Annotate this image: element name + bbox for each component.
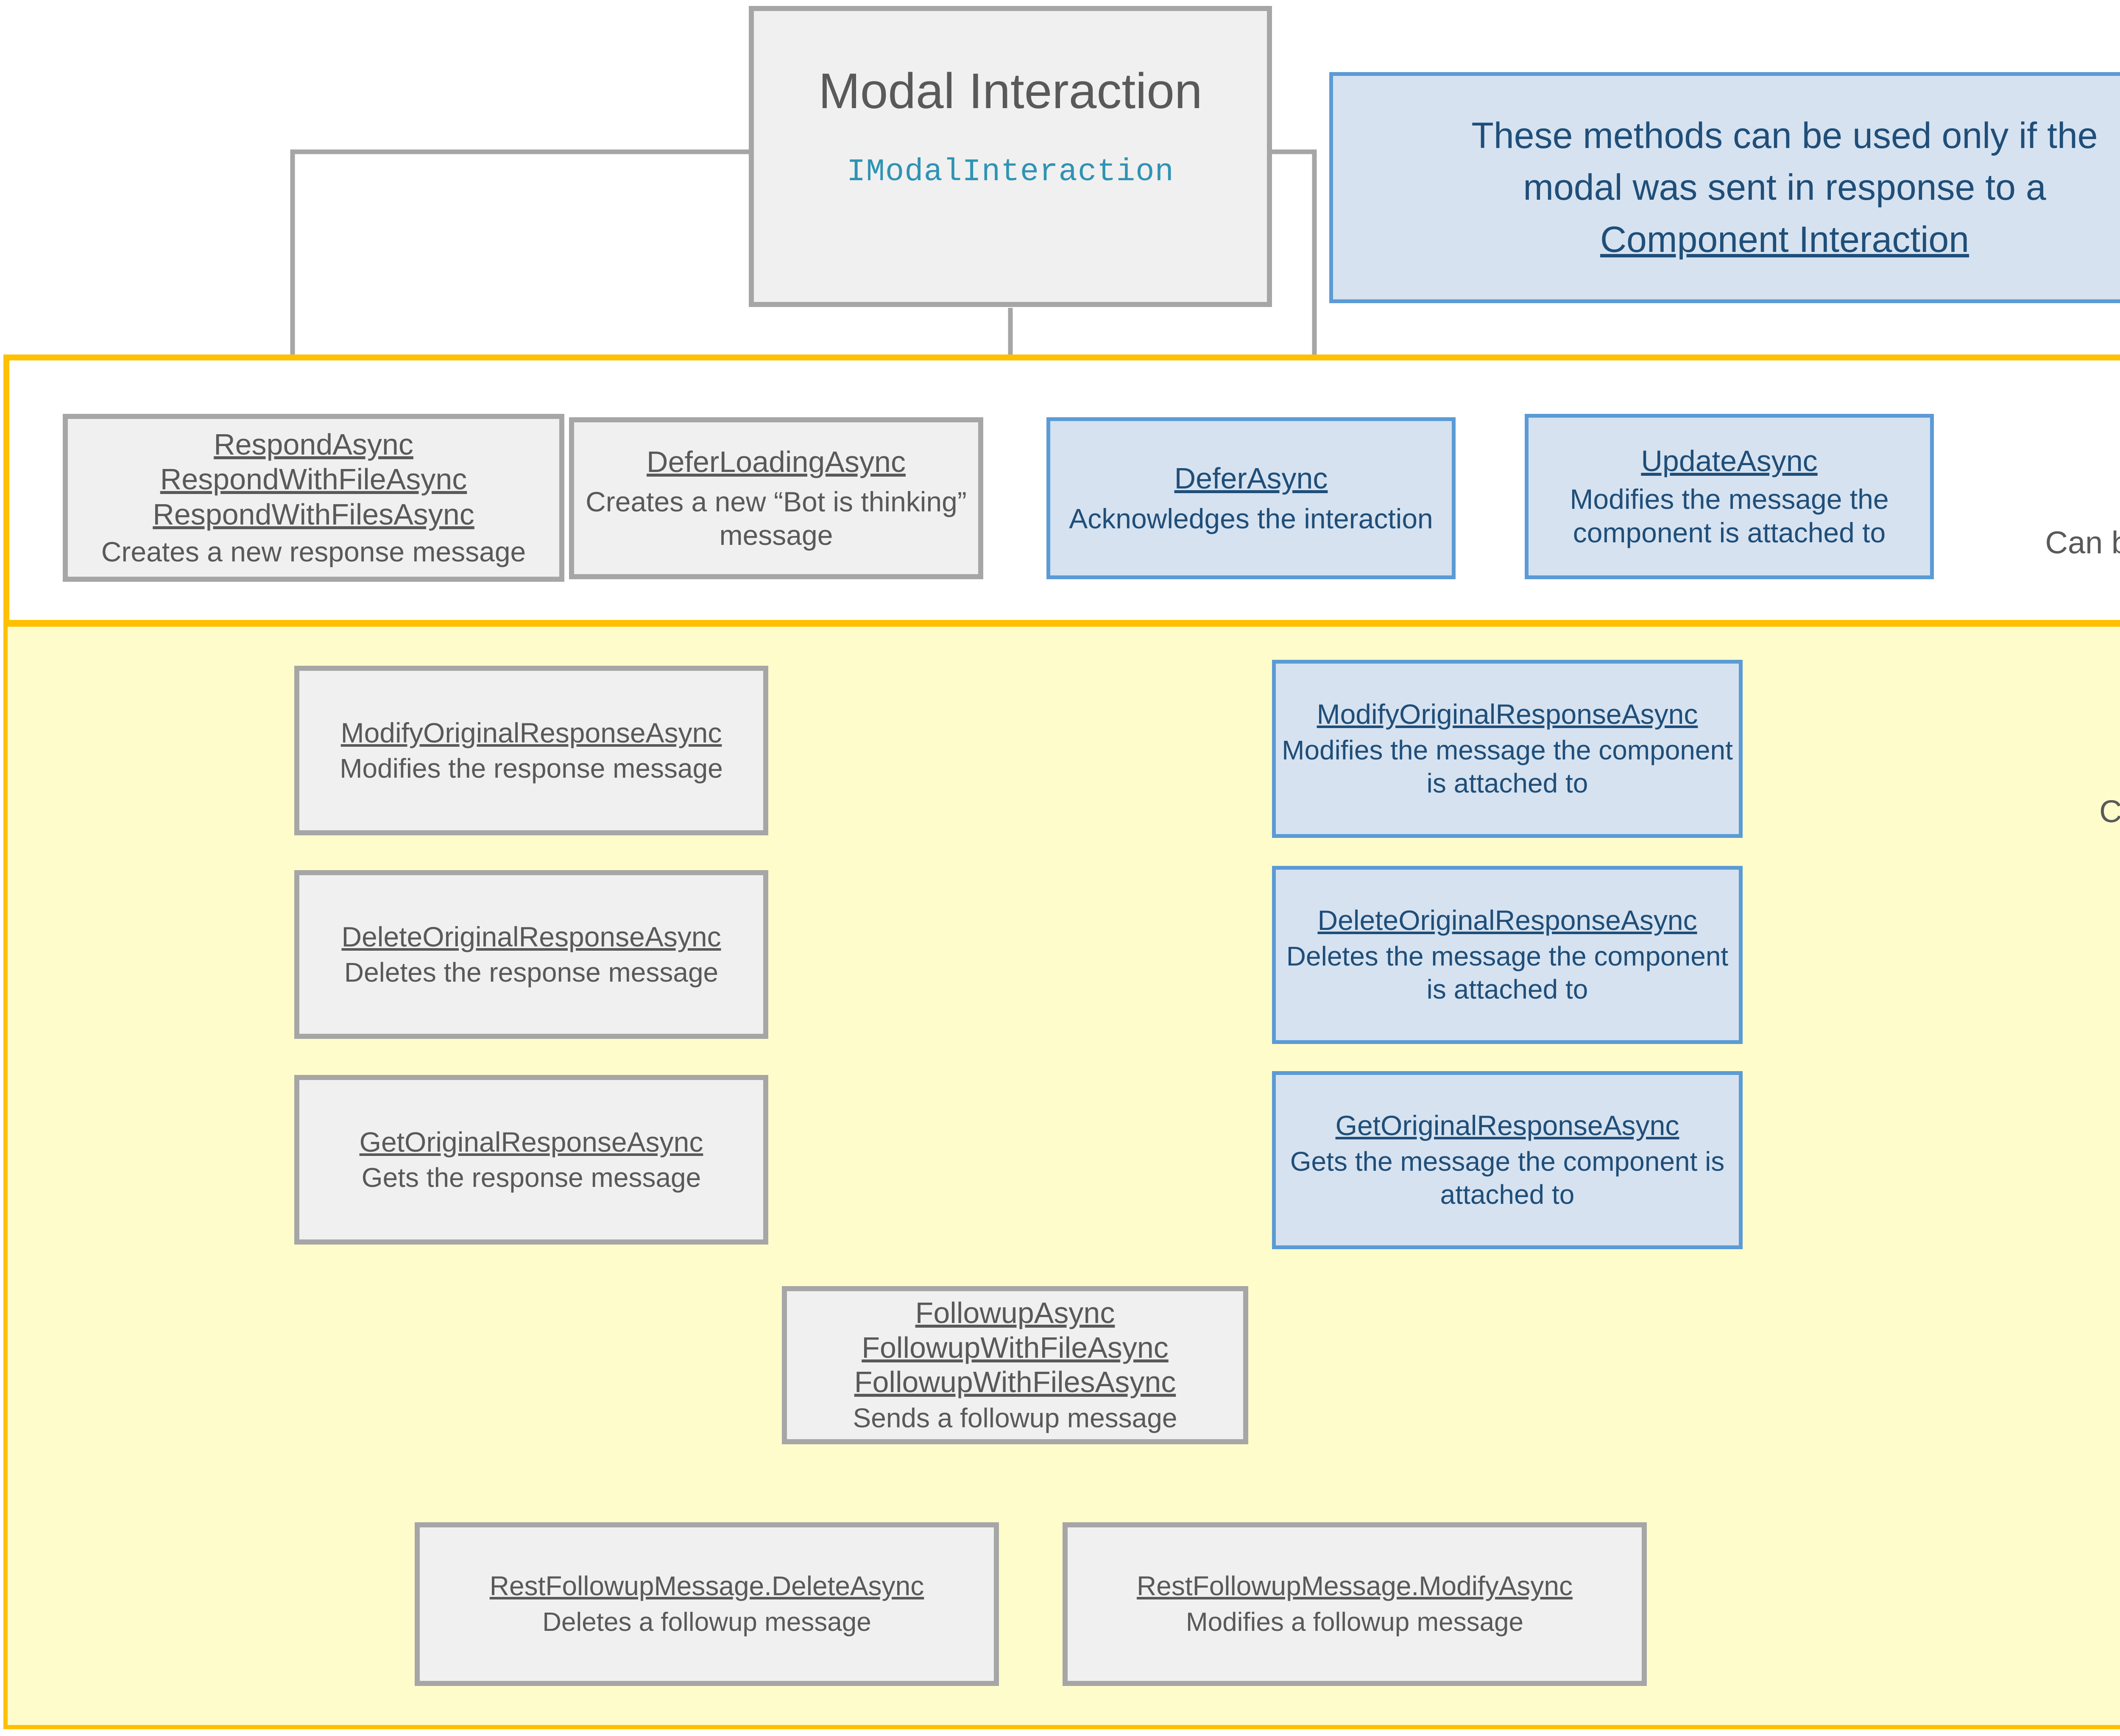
node-description: Gets the message the component is attach… bbox=[1290, 1146, 1725, 1210]
node-defer-loading-async[interactable]: DeferLoadingAsync Creates a new “Bot is … bbox=[569, 417, 983, 579]
node-title-line-1: FollowupAsync bbox=[915, 1296, 1115, 1330]
node-description: Modifies a followup message bbox=[1186, 1607, 1524, 1637]
callout-line-2: modal was sent in response to a bbox=[1523, 167, 2046, 208]
node-description: Modifies the message the component is at… bbox=[1282, 734, 1733, 798]
legend-line-1: Has to be executed in 3 seconds bbox=[1972, 449, 2120, 487]
node-description: Sends a followup message bbox=[853, 1402, 1177, 1433]
callout-component-interaction-note: These methods can be used only if the mo… bbox=[1329, 72, 2120, 303]
node-defer-async[interactable]: DeferAsync Acknowledges the interaction bbox=[1046, 417, 1456, 579]
legend-initial-response: Initial Response methods Has to be execu… bbox=[1972, 407, 2120, 562]
node-title: DeferLoadingAsync bbox=[647, 445, 906, 478]
root-title: Modal Interaction bbox=[818, 63, 1202, 119]
callout-line-1: These methods can be used only if the bbox=[1471, 115, 2098, 156]
node-title-line-2: RespondWithFileAsync bbox=[160, 463, 467, 496]
legend-line-2: after sending an initial response bbox=[1959, 754, 2120, 793]
node-description: Deletes the response message bbox=[344, 957, 719, 988]
node-description: Gets the response message bbox=[361, 1162, 701, 1193]
node-title-line-2: FollowupWithFileAsync bbox=[862, 1331, 1169, 1364]
node-title: GetOriginalResponseAsync bbox=[1335, 1109, 1679, 1141]
node-title: DeferAsync bbox=[1174, 462, 1328, 495]
legend-line-2: after receiving the interaction bbox=[1972, 486, 2120, 524]
node-respond-async[interactable]: RespondAsync RespondWithFileAsync Respon… bbox=[63, 414, 564, 582]
node-title-line-3: FollowupWithFilesAsync bbox=[854, 1365, 1176, 1398]
root-interface-name: IModalInteraction bbox=[847, 154, 1174, 190]
node-title: DeleteOriginalResponseAsync bbox=[341, 921, 721, 952]
legend-title: Initial Response methods bbox=[1972, 407, 2120, 449]
node-modify-original-response-blue[interactable]: ModifyOriginalResponseAsync Modifies the… bbox=[1272, 660, 1743, 838]
node-description: Creates a new “Bot is thinking” message bbox=[586, 486, 967, 551]
legend-title: Followup methods bbox=[1959, 674, 2120, 716]
node-modify-original-response-gray[interactable]: ModifyOriginalResponseAsync Modifies the… bbox=[294, 666, 768, 835]
root-node-modal-interaction[interactable]: Modal Interaction IModalInteraction bbox=[749, 6, 1272, 307]
node-description: Deletes a followup message bbox=[542, 1607, 871, 1637]
node-title: RestFollowupMessage.ModifyAsync bbox=[1137, 1571, 1573, 1602]
node-update-async[interactable]: UpdateAsync Modifies the message the com… bbox=[1525, 414, 1934, 579]
node-description: Modifies the message the component is at… bbox=[1570, 483, 1889, 549]
node-rest-followup-modify-async[interactable]: RestFollowupMessage.ModifyAsync Modifies… bbox=[1063, 1522, 1647, 1686]
node-get-original-response-gray[interactable]: GetOriginalResponseAsync Gets the respon… bbox=[294, 1075, 768, 1245]
node-title: GetOriginalResponseAsync bbox=[359, 1126, 703, 1158]
node-delete-original-response-blue[interactable]: DeleteOriginalResponseAsync Deletes the … bbox=[1272, 866, 1743, 1044]
node-title: ModifyOriginalResponseAsync bbox=[340, 717, 722, 748]
legend-followup: Followup methods Can be used in 15 minut… bbox=[1959, 674, 2120, 869]
node-title: DeleteOriginalResponseAsync bbox=[1317, 904, 1697, 936]
node-title-line-1: RespondAsync bbox=[214, 427, 413, 461]
node-followup-async[interactable]: FollowupAsync FollowupWithFileAsync Foll… bbox=[782, 1286, 1248, 1444]
node-delete-original-response-gray[interactable]: DeleteOriginalResponseAsync Deletes the … bbox=[294, 870, 768, 1039]
node-description: Deletes the message the component is att… bbox=[1286, 941, 1729, 1005]
node-get-original-response-blue[interactable]: GetOriginalResponseAsync Gets the messag… bbox=[1272, 1071, 1743, 1249]
node-description: Creates a new response message bbox=[101, 536, 526, 568]
node-title: UpdateAsync bbox=[1641, 444, 1818, 477]
legend-line-3: Can be used multiple times during bbox=[2099, 794, 2120, 829]
node-description: Acknowledges the interaction bbox=[1069, 502, 1433, 534]
legend-line-3: Can be used only ones per interaction bbox=[2045, 525, 2120, 561]
node-title-line-3: RespondWithFilesAsync bbox=[153, 497, 474, 531]
node-description: Modifies the response message bbox=[340, 753, 723, 784]
callout-link-component-interaction[interactable]: Component Interaction bbox=[1600, 219, 1969, 260]
legend-line-4: interaction token’s lifetime bbox=[1959, 831, 2120, 869]
node-rest-followup-delete-async[interactable]: RestFollowupMessage.DeleteAsync Deletes … bbox=[415, 1522, 999, 1686]
node-title: RestFollowupMessage.DeleteAsync bbox=[489, 1571, 924, 1602]
legend-line-1: Can be used in 15 minutes bbox=[1959, 716, 2120, 754]
node-title: ModifyOriginalResponseAsync bbox=[1317, 698, 1698, 730]
